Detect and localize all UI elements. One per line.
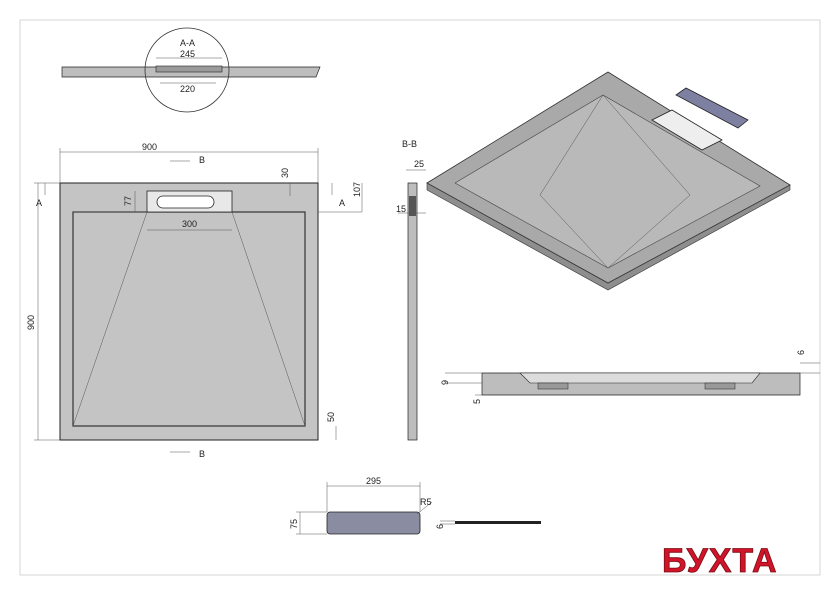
section-bb-view: B-B 25 15 <box>396 139 426 441</box>
side-profile-dim-left-top: 9 <box>440 380 450 385</box>
section-aa-detail-circle <box>144 27 230 113</box>
drain-cover-radius-dim: R5 <box>420 497 432 507</box>
iso-drain-opening <box>651 109 723 151</box>
drain-cover-edge-view <box>455 521 541 524</box>
drain-cover-detail: 295 75 R5 6 <box>289 476 541 535</box>
section-aa-dim-bottom: 220 <box>180 84 195 94</box>
iso-drain-cover <box>675 87 749 129</box>
plan-drain-offset-dim: 30 <box>280 168 290 178</box>
drain-cover-thickness-dim: 6 <box>435 524 445 529</box>
drain-cover-width-dim: 295 <box>366 476 381 486</box>
section-bb-profile <box>407 182 418 441</box>
plan-cut-b-top: B <box>199 155 205 165</box>
isometric-view <box>426 71 791 291</box>
plan-drain-depth-dim: 77 <box>123 196 133 206</box>
side-profile-view: 9 5 6 <box>440 350 820 404</box>
section-bb-label: B-B <box>402 139 417 149</box>
iso-tray-basin <box>454 94 761 269</box>
plan-cut-a-left: A <box>36 198 42 208</box>
section-aa-channel <box>155 65 223 73</box>
section-aa-label: A-A <box>180 38 195 48</box>
plan-cut-b-bottom: B <box>199 449 205 459</box>
logo: БУХТА <box>662 542 778 581</box>
section-aa-view: A-A 245 220 <box>61 27 321 113</box>
plan-cut-a-right: A <box>339 198 345 208</box>
side-profile-dim-left-bottom: 5 <box>472 399 482 404</box>
plan-border-dim: 50 <box>326 412 336 422</box>
side-profile-outlet-left <box>537 382 569 390</box>
section-bb-dim-top: 25 <box>414 159 424 169</box>
sheet-frame <box>19 19 821 576</box>
plan-right-offset-dim: 107 <box>352 182 362 197</box>
drain-cover-plate <box>326 511 421 535</box>
plan-drain-outlet <box>156 195 215 209</box>
drain-cover-height-dim: 75 <box>289 519 299 529</box>
section-aa-dim-top: 245 <box>180 49 195 59</box>
plan-height-dim: 900 <box>26 315 36 330</box>
section-bb-drain <box>409 196 416 216</box>
side-profile-outlet-right <box>704 382 736 390</box>
side-profile-basin <box>519 372 761 384</box>
plan-width-dim: 900 <box>142 142 157 152</box>
plan-tray-outline <box>59 182 319 441</box>
plan-view: 900 900 300 77 30 107 50 A A B B <box>26 142 363 459</box>
plan-drain-width-dim: 300 <box>182 219 197 229</box>
side-profile-dim-right: 6 <box>796 350 806 355</box>
section-bb-dim-mid: 15 <box>396 204 406 214</box>
logo-text: БУХТА <box>662 542 778 580</box>
